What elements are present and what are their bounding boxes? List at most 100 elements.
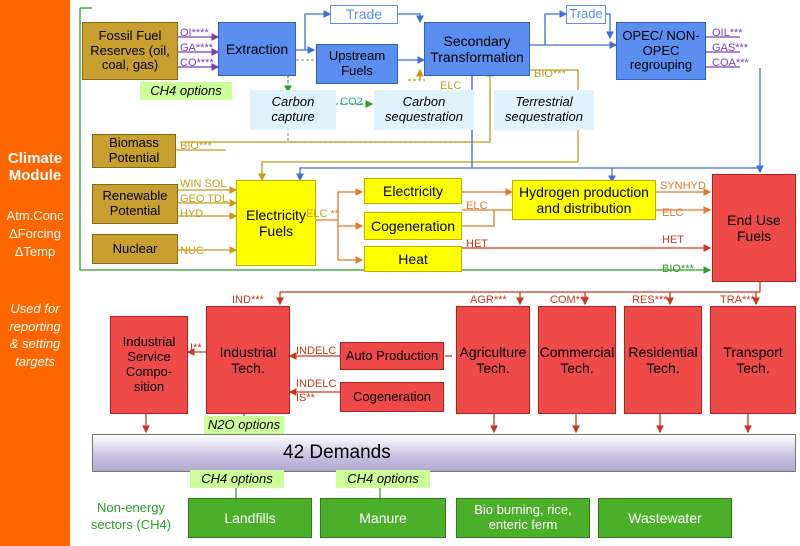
- demands-bar: 42 Demands: [92, 434, 796, 472]
- transport-label: Transport Tech.: [723, 343, 783, 376]
- trade-label-2: Trade: [569, 6, 603, 22]
- end-use-fuels-box: End Use Fuels: [712, 174, 796, 282]
- trade-label-1: Trade: [345, 6, 383, 23]
- terrestrial-seq-label: Terrestrial sequestration: [504, 94, 584, 124]
- ch4-landfills-label: CH4 options: [201, 470, 273, 486]
- bio-burning-box: Bio burning, rice, enteric ferm: [456, 498, 590, 538]
- landfills-label: Landfills: [224, 509, 276, 526]
- label-bio1: BIO***: [534, 68, 566, 80]
- industrial-tech-box: Industrial Tech.: [206, 306, 290, 414]
- label-ga: GA****: [180, 42, 214, 54]
- hydrogen-box: Hydrogen production and distribution: [512, 180, 656, 220]
- residential-tech-box: Residential Tech.: [624, 306, 702, 414]
- agri-label: Agriculture Tech.: [459, 343, 527, 376]
- label-res: RES***: [632, 294, 668, 306]
- label-agr: AGR***: [470, 294, 507, 306]
- renewable-potential-box: Renewable Potential: [92, 184, 178, 224]
- carbon-capture-label: Carbon capture: [271, 94, 315, 124]
- electricity-label: Electricity: [383, 182, 443, 199]
- label-geo: GEO TDL: [180, 193, 229, 205]
- trade-box-1: Trade: [330, 5, 398, 24]
- carbon-capture-box: Carbon capture: [250, 90, 336, 130]
- label-hyd: HYD: [180, 208, 204, 220]
- nuclear-label: Nuclear: [112, 240, 158, 256]
- ch4-options-landfills: CH4 options: [190, 470, 284, 488]
- ch4-top-label: CH4 options: [150, 82, 222, 98]
- wastewater-box: Wastewater: [598, 498, 732, 538]
- label-nuc: NUC: [180, 245, 204, 257]
- label-ind: IND***: [232, 294, 264, 306]
- n2o-options: N2O options: [204, 416, 284, 434]
- fossil-fuel-reserves-box: Fossil Fuel Reserves (oil, coal, gas): [82, 22, 178, 80]
- landfills-box: Landfills: [188, 498, 312, 538]
- ch4-options-manure: CH4 options: [336, 470, 430, 488]
- transport-tech-box: Transport Tech.: [710, 306, 796, 414]
- extraction-label: Extraction: [225, 40, 289, 57]
- upstream-fuels-box: Upstream Fuels: [316, 44, 398, 84]
- secondary-label: Secondary Transformation: [430, 32, 524, 65]
- residential-label: Residential Tech.: [628, 343, 698, 376]
- industrial-service-box: Industrial Service Compo-sition: [110, 316, 188, 414]
- heat-box: Heat: [364, 246, 462, 272]
- label-tra: TRA***: [720, 294, 755, 306]
- label-i: I**: [190, 342, 202, 354]
- cogeneration-industrial-box: Cogeneration: [340, 382, 444, 412]
- bio-burning-label: Bio burning, rice, enteric ferm: [474, 502, 572, 532]
- non-energy-label: Non-energy sectors (CH4): [90, 500, 172, 532]
- nuclear-box: Nuclear: [92, 234, 178, 264]
- agriculture-tech-box: Agriculture Tech.: [456, 306, 530, 414]
- n2o-label: N2O options: [207, 416, 281, 432]
- label-elc1: ELC: [440, 80, 462, 92]
- upstream-label: Upstream Fuels: [328, 48, 386, 78]
- secondary-transformation-box: Secondary Transformation: [424, 22, 530, 76]
- ch4-options-top: CH4 options: [140, 82, 232, 100]
- cogeneration-label: Cogeneration: [370, 217, 456, 234]
- opec-regrouping-box: OPEC/ NON-OPEC regrouping: [616, 22, 706, 80]
- label-is: IS**: [296, 392, 315, 404]
- label-indelc1: INDELC: [296, 345, 337, 357]
- heat-label: Heat: [398, 250, 428, 267]
- label-oi: OI****: [180, 27, 209, 39]
- label-het1: HET: [466, 238, 488, 250]
- carbon-sequestration-box: Carbon sequestration: [374, 90, 474, 130]
- renewable-label: Renewable Potential: [102, 188, 168, 218]
- label-coa: COA***: [712, 57, 749, 69]
- biomass-potential-box: Biomass Potential: [92, 134, 176, 168]
- climate-module-title: Climate Module: [7, 150, 63, 184]
- opec-label: OPEC/ NON-OPEC regrouping: [622, 27, 700, 73]
- manure-label: Manure: [359, 509, 407, 526]
- wastewater-label: Wastewater: [628, 509, 702, 526]
- electricity-fuels-box: Electricity Fuels: [236, 180, 316, 266]
- end-use-label: End Use Fuels: [727, 211, 781, 244]
- biomass-label: Biomass Potential: [108, 135, 160, 165]
- climate-module-sidebar: Climate Module Atm.Conc ΔForcing ΔTemp U…: [0, 0, 70, 546]
- label-synhyd: SYNHYD: [660, 180, 706, 192]
- label-bio3: BIO***: [662, 263, 694, 275]
- fossil-label: Fossil Fuel Reserves (oil, coal, gas): [90, 27, 170, 73]
- label-elc4: ELC: [662, 207, 684, 219]
- commercial-tech-box: Commercial Tech.: [538, 306, 616, 414]
- ind-service-label: Industrial Service Compo-sition: [122, 334, 176, 394]
- label-elc2: ELC **: [306, 208, 340, 220]
- label-com: COM***: [550, 294, 589, 306]
- label-co: CO****: [180, 57, 214, 69]
- ch4-manure-label: CH4 options: [347, 470, 419, 486]
- cogen2-label: Cogeneration: [352, 388, 432, 404]
- output-atm-conc: Atm.Conc: [6, 208, 64, 223]
- carbon-seq-label: Carbon sequestration: [384, 94, 464, 124]
- electricity-box: Electricity: [364, 178, 462, 204]
- ind-tech-label: Industrial Tech.: [219, 343, 277, 376]
- sidebar-note: Used for reporting & setting targets: [9, 301, 61, 369]
- label-bio2: BIO***: [180, 140, 212, 152]
- auto-prod-label: Auto Production: [345, 347, 439, 363]
- auto-production-box: Auto Production: [340, 342, 444, 370]
- cogeneration-box: Cogeneration: [364, 212, 462, 240]
- label-win: WIN SOL: [180, 178, 227, 190]
- extraction-box: Extraction: [218, 22, 296, 76]
- output-forcing: ΔForcing: [8, 226, 62, 241]
- label-het2: HET: [662, 234, 684, 246]
- label-elc3: ELC: [466, 200, 488, 212]
- terrestrial-sequestration-box: Terrestrial sequestration: [494, 90, 594, 130]
- label-indelc2: INDELC: [296, 378, 337, 390]
